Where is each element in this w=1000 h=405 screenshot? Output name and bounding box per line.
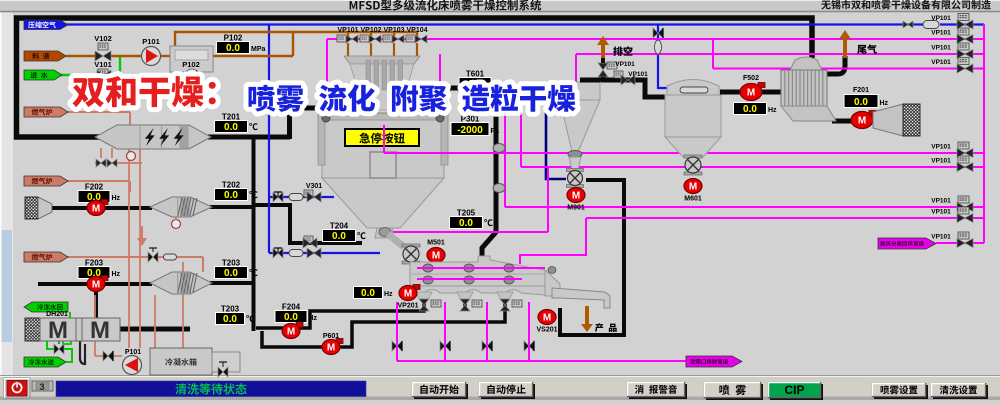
svg-text:M601: M601 [684, 196, 702, 203]
svg-text:M: M [48, 317, 68, 344]
svg-text:VP101: VP101 [931, 15, 951, 22]
svg-text:0.0: 0.0 [284, 312, 298, 323]
svg-text:0.0: 0.0 [224, 268, 238, 279]
svg-text:0.0: 0.0 [223, 314, 237, 325]
svg-text:P301: P301 [461, 115, 480, 124]
svg-text:M: M [92, 280, 100, 291]
svg-text:0.0: 0.0 [459, 218, 473, 229]
svg-text:V101: V101 [94, 60, 112, 69]
svg-text:Hz: Hz [112, 195, 121, 202]
svg-text:T601: T601 [466, 70, 485, 79]
svg-text:Pa: Pa [491, 128, 500, 135]
svg-text:M: M [287, 327, 295, 338]
svg-text:VP102: VP102 [360, 27, 381, 34]
svg-text:Hz: Hz [309, 315, 318, 322]
svg-text:VP101: VP101 [931, 45, 951, 52]
svg-text:Hz: Hz [768, 107, 777, 114]
svg-text:M: M [858, 116, 866, 127]
svg-text:0.0: 0.0 [332, 231, 346, 242]
svg-text:VP103: VP103 [383, 27, 404, 34]
svg-text:M: M [689, 182, 697, 193]
svg-text:0.0: 0.0 [87, 268, 101, 279]
svg-text:0.0: 0.0 [224, 190, 238, 201]
svg-text:V102: V102 [94, 34, 112, 43]
svg-text:VP104: VP104 [406, 27, 427, 34]
svg-text:T202: T202 [222, 181, 241, 190]
svg-text:-2000: -2000 [457, 125, 483, 136]
svg-text:VP101: VP101 [337, 27, 358, 34]
svg-text:V301: V301 [306, 183, 322, 190]
svg-text:Hz: Hz [384, 291, 393, 298]
svg-text:F204: F204 [282, 303, 301, 312]
svg-text:3: 3 [39, 382, 44, 392]
svg-text:T204: T204 [330, 222, 349, 231]
svg-text:M: M [327, 343, 335, 354]
svg-text:VP101: VP101 [931, 234, 951, 241]
svg-text:MPa: MPa [251, 46, 266, 53]
svg-text:VP101: VP101 [931, 144, 951, 151]
svg-text:VP101: VP101 [931, 209, 951, 216]
svg-text:VP101: VP101 [931, 30, 951, 37]
svg-text:T205: T205 [457, 209, 476, 218]
svg-text:P102: P102 [182, 60, 200, 69]
svg-text:T203: T203 [222, 259, 241, 268]
svg-text:F202: F202 [85, 183, 104, 192]
svg-text:DH201: DH201 [46, 311, 68, 318]
svg-text:P601: P601 [323, 333, 339, 340]
svg-text:VP101: VP101 [615, 61, 635, 68]
svg-text:M: M [404, 289, 412, 300]
svg-text:M: M [572, 191, 580, 202]
svg-text:VP101: VP101 [931, 59, 951, 66]
svg-text:T203: T203 [221, 305, 240, 314]
svg-text:0.0: 0.0 [743, 104, 757, 115]
svg-text:M901: M901 [567, 205, 585, 212]
svg-text:VP101: VP101 [931, 158, 951, 165]
svg-text:T201: T201 [222, 113, 241, 122]
svg-text:M501: M501 [427, 240, 445, 247]
svg-text:VP201: VP201 [397, 303, 418, 310]
svg-text:VP101: VP101 [931, 198, 951, 205]
svg-text:F203: F203 [85, 259, 104, 268]
svg-text:P101: P101 [125, 349, 141, 356]
svg-text:0.0: 0.0 [226, 43, 240, 54]
svg-text:M: M [432, 251, 440, 262]
svg-text:VP101: VP101 [628, 71, 648, 78]
svg-text:P101: P101 [142, 37, 160, 46]
svg-text:0.0: 0.0 [361, 288, 375, 299]
svg-text:0.0: 0.0 [224, 122, 238, 133]
svg-text:0.0: 0.0 [87, 192, 101, 203]
svg-text:M: M [543, 313, 551, 324]
svg-text:P102: P102 [224, 34, 243, 43]
svg-text:M: M [747, 88, 755, 99]
svg-text:F502: F502 [743, 75, 759, 82]
svg-text:Hz: Hz [880, 100, 889, 107]
svg-text:F201: F201 [853, 87, 869, 94]
svg-text:0.0: 0.0 [854, 97, 868, 108]
svg-text:CIP: CIP [784, 383, 804, 397]
svg-text:Hz: Hz [112, 271, 121, 278]
svg-text:VS201: VS201 [536, 327, 557, 334]
svg-text:M: M [92, 204, 100, 215]
svg-text:M: M [90, 317, 110, 344]
